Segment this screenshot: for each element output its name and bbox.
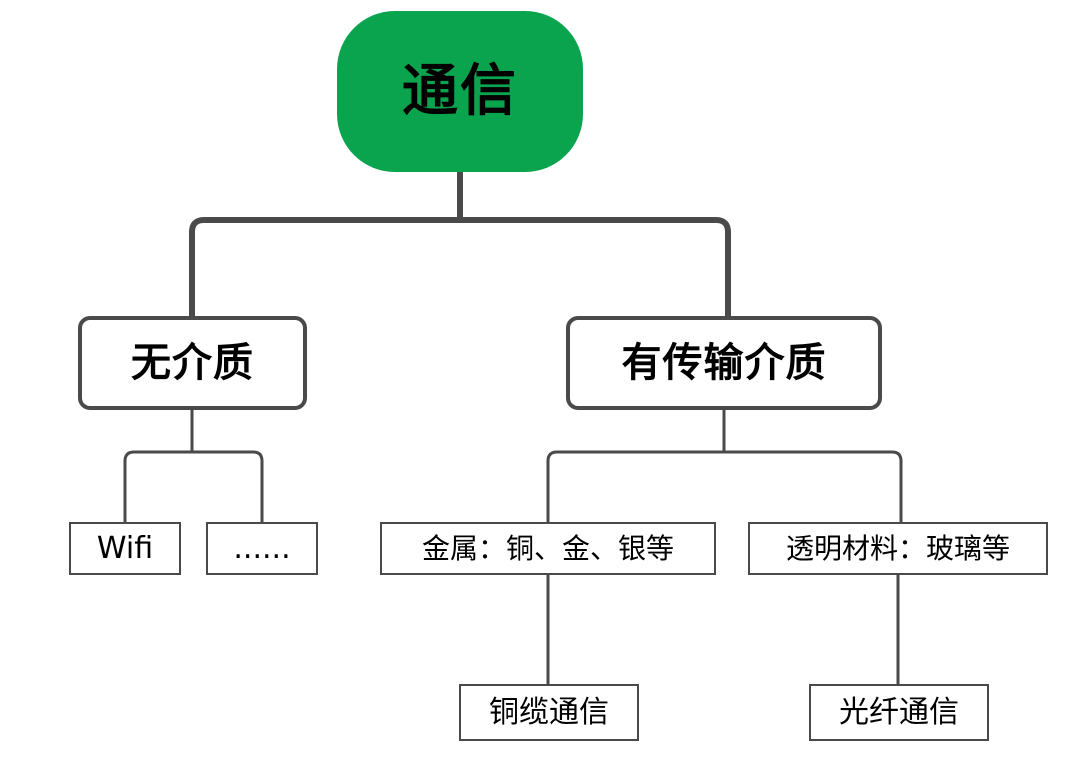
node-root-communication[interactable]: 通信 <box>337 11 583 172</box>
node-metal-label: 金属：铜、金、银等 <box>421 531 674 565</box>
node-wifi[interactable]: Wifi <box>69 522 181 575</box>
node-fiber-communication[interactable]: 光纤通信 <box>809 684 989 741</box>
node-fiber-communication-label: 光纤通信 <box>839 694 959 730</box>
node-transparent-material-label: 透明材料：玻璃等 <box>785 531 1010 565</box>
node-copper-communication[interactable]: 铜缆通信 <box>459 684 639 741</box>
node-root-label: 通信 <box>402 58 518 124</box>
node-copper-communication-label: 铜缆通信 <box>489 694 609 730</box>
node-has-medium[interactable]: 有传输介质 <box>566 316 882 410</box>
node-transparent-material[interactable]: 透明材料：玻璃等 <box>748 522 1048 575</box>
node-no-medium[interactable]: 无介质 <box>78 316 307 410</box>
node-etc[interactable]: ...... <box>206 522 318 575</box>
node-etc-label: ...... <box>233 530 291 566</box>
node-no-medium-label: 无介质 <box>131 340 254 386</box>
node-has-medium-label: 有传输介质 <box>621 340 827 386</box>
node-metal[interactable]: 金属：铜、金、银等 <box>380 522 716 575</box>
node-wifi-label: Wifi <box>96 530 154 566</box>
